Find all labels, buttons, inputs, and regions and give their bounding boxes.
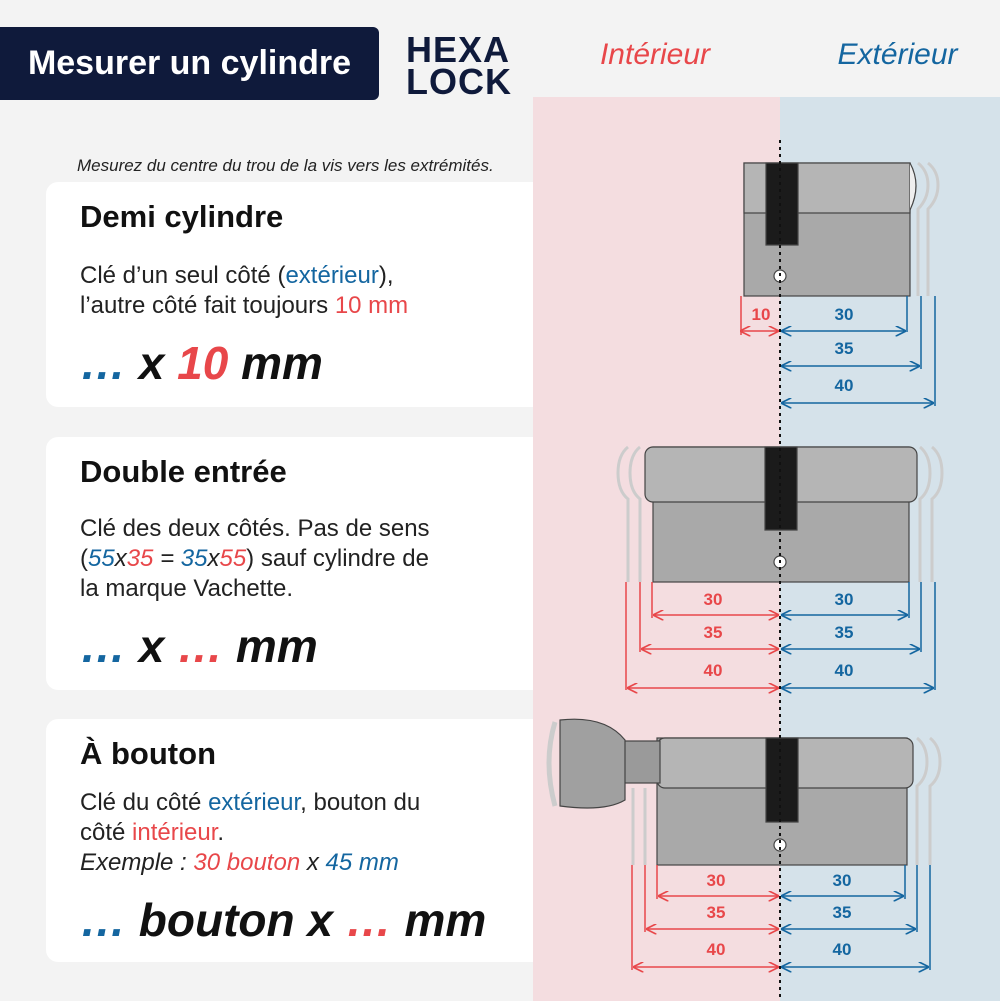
dim-bouton-int-35: 35 (707, 903, 726, 922)
dim-double-int-40: 40 (704, 661, 723, 680)
knob-cylinder-drawing (546, 718, 942, 866)
dimensions-demi (741, 296, 936, 406)
dim-bouton-ext-40: 40 (833, 940, 852, 959)
format-bouton: … bouton x … mm (80, 894, 487, 946)
dimensions-double (625, 582, 936, 690)
dim-demi-ext-40: 40 (835, 376, 854, 395)
card-double-entree: Double entrée Clé des deux côtés. Pas de… (46, 437, 533, 690)
dim-bouton-ext-35: 35 (833, 903, 852, 922)
dimensions-bouton (631, 865, 931, 970)
logo-line1: HEXA (406, 29, 511, 70)
dim-double-ext-35: 35 (835, 623, 854, 642)
demi-cylinder-drawing (743, 161, 940, 297)
card-title: À bouton (80, 736, 217, 771)
dim-double-ext-30: 30 (835, 590, 854, 609)
format-double: … x … mm (80, 620, 318, 672)
format-demi: … x 10 mm (80, 337, 323, 389)
hexalock-logo: HEXA LOCK (406, 29, 516, 102)
exterior-label: Extérieur (837, 38, 958, 71)
dim-double-ext-40: 40 (835, 661, 854, 680)
card-text-line1: Clé d’un seul côté (extérieur), (80, 262, 394, 289)
card-text-line1: Clé des deux côtés. Pas de sens (80, 515, 430, 542)
card-text-line2: l’autre côté fait toujours 10 mm (80, 292, 409, 319)
card-text-line2: (55x35 = 35x55) sauf cylindre de (80, 545, 429, 572)
card-title: Double entrée (80, 454, 287, 489)
measure-note: Mesurez du centre du trou de la vis vers… (77, 156, 494, 175)
card-title: Demi cylindre (80, 199, 284, 234)
card-text-line1: Clé du côté extérieur, bouton du (80, 789, 421, 816)
dim-bouton-int-40: 40 (707, 940, 726, 959)
card-text-line3: Exemple : 30 bouton x 45 mm (80, 849, 399, 876)
page-title: Mesurer un cylindre (0, 27, 379, 100)
card-text-line3: la marque Vachette. (80, 575, 294, 602)
interior-label: Intérieur (599, 38, 711, 71)
dim-bouton-ext-30: 30 (833, 871, 852, 890)
dim-demi-ext-30: 30 (835, 305, 854, 324)
card-text-line2: côté intérieur. (80, 819, 225, 846)
dim-double-int-30: 30 (704, 590, 723, 609)
card-demi-cylindre: Demi cylindre Clé d’un seul côté (extéri… (46, 182, 533, 407)
dim-double-int-35: 35 (704, 623, 723, 642)
dim-demi-int-10: 10 (752, 305, 771, 324)
dim-bouton-int-30: 30 (707, 871, 726, 890)
card-a-bouton: À bouton Clé du côté extérieur, bouton d… (46, 719, 533, 962)
dim-demi-ext-35: 35 (835, 339, 854, 358)
logo-line2: LOCK (406, 61, 512, 102)
